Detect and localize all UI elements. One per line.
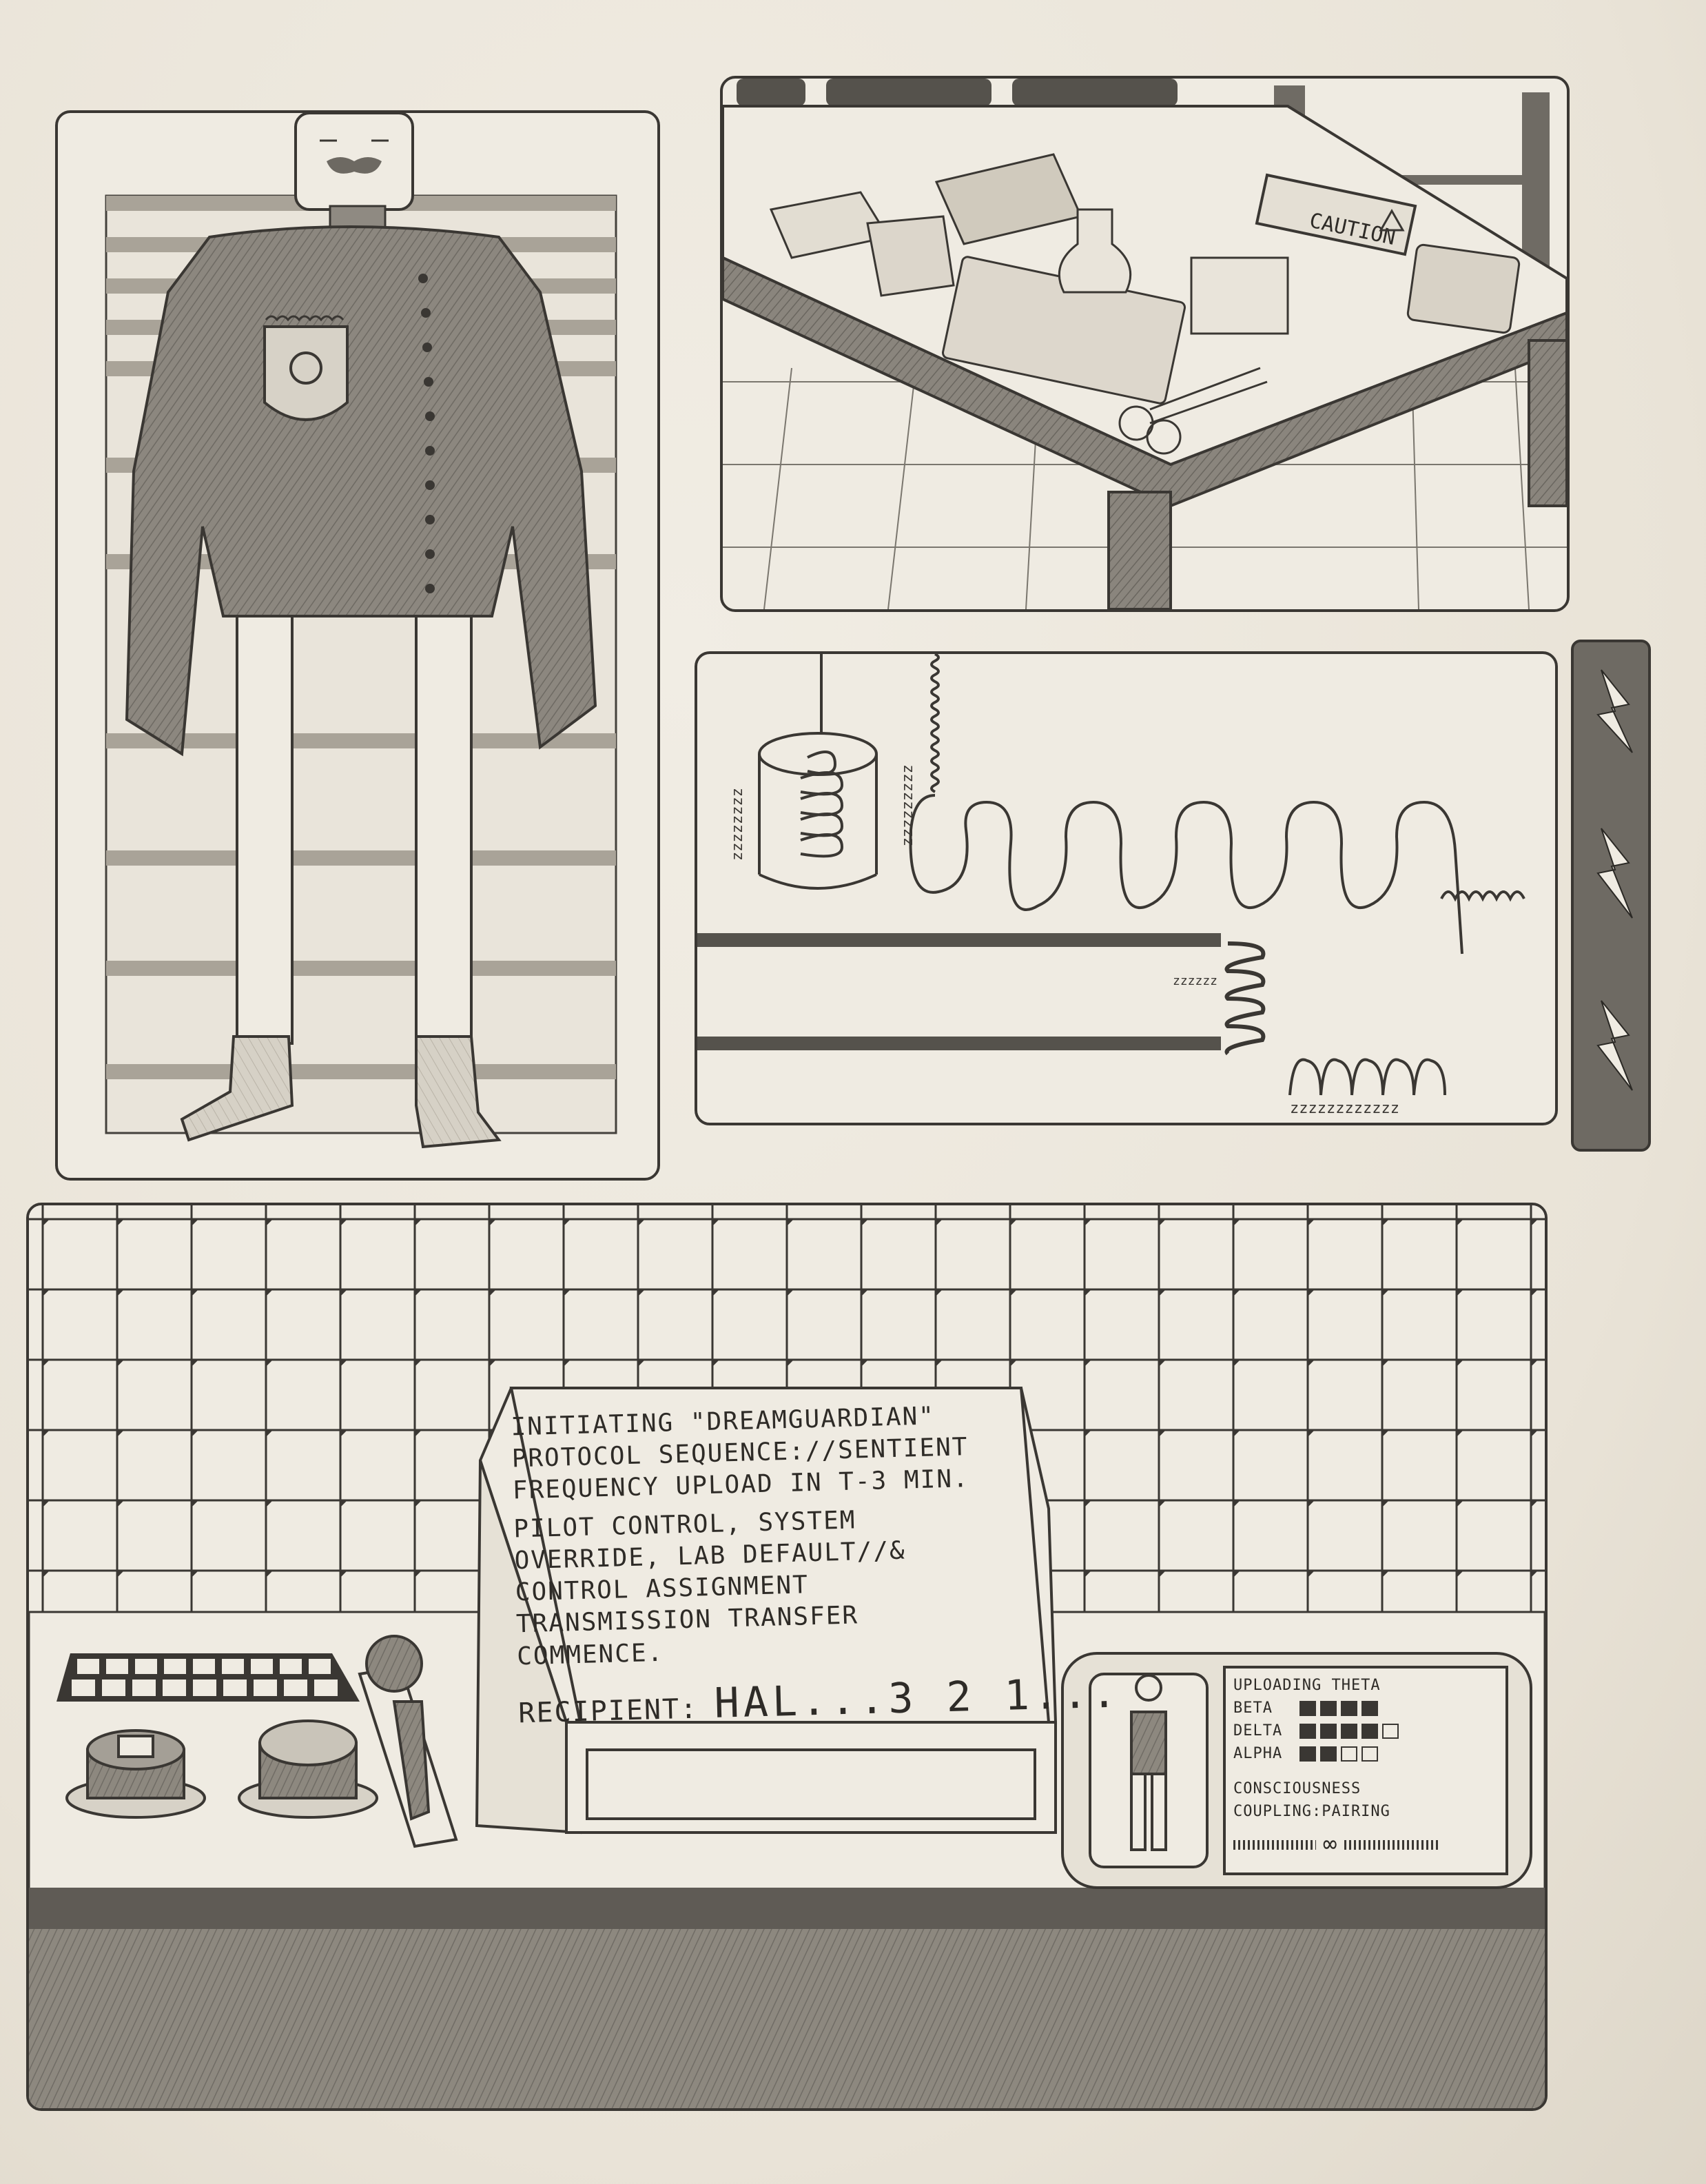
- lab-items: [769, 153, 1521, 455]
- lightning-bolt-icon: [1596, 828, 1633, 919]
- lightning-bolt-icon: [1596, 1000, 1633, 1091]
- figure-jacket: [125, 225, 597, 757]
- status-block-filled: [1320, 1723, 1337, 1739]
- coupling-line: COUPLING:PAIRING: [1233, 1803, 1390, 1820]
- status-row-label: DELTA: [1233, 1722, 1283, 1739]
- panel-figure: [55, 110, 660, 1181]
- caution-box: CAUTION: [1255, 173, 1417, 256]
- zzz-left: zzzzzzzz: [729, 788, 746, 861]
- rail-top: [697, 933, 1221, 947]
- knob-left: [65, 1729, 206, 1819]
- shield-badge-icon: [263, 315, 349, 421]
- status-screen: UPLOADING THETA BETA DELTA ALPHA CONSCIOUS…: [1233, 1674, 1502, 1862]
- status-block-filled: [1341, 1700, 1357, 1716]
- status-block-filled: [1299, 1746, 1316, 1762]
- figure-head: [294, 113, 414, 211]
- status-row: ALPHA: [1233, 1742, 1502, 1765]
- spring-vertical: [930, 654, 940, 793]
- status-rows: BETA DELTA ALPHA: [1233, 1697, 1502, 1765]
- figure-legs: [236, 615, 473, 1045]
- zzz-small: zzzzzz: [1173, 974, 1217, 988]
- status-block-filled: [1320, 1700, 1337, 1716]
- recipient-label: RECIPIENT:: [517, 1693, 699, 1729]
- panel-control-room: INITIATING "DREAMGUARDIAN" PROTOCOL SEQU…: [26, 1203, 1548, 2111]
- status-block-empty: [1361, 1746, 1378, 1762]
- status-row: BETA: [1233, 1697, 1502, 1719]
- coil-small: [1288, 1058, 1446, 1096]
- status-row: DELTA: [1233, 1719, 1502, 1742]
- knob-right: [238, 1719, 378, 1819]
- terminal-console: [475, 1387, 1058, 1835]
- infinity-icon: ∞: [1323, 1830, 1338, 1858]
- cylinder-coil: [758, 654, 878, 890]
- pairing-bar: ∞: [1233, 1827, 1502, 1862]
- figure-illustration: [105, 113, 617, 1149]
- rail-bottom: [697, 1037, 1221, 1050]
- status-title: UPLOADING THETA: [1233, 1677, 1381, 1694]
- status-block-filled: [1299, 1723, 1316, 1739]
- control-room-illustration: [29, 1205, 1545, 2108]
- status-block-filled: [1299, 1700, 1316, 1716]
- status-block-empty: [1382, 1723, 1399, 1739]
- status-block-filled: [1320, 1746, 1337, 1762]
- lab-table-illustration: CAUTION: [723, 79, 1567, 609]
- panel-lab-table: CAUTION: [720, 76, 1570, 612]
- zzz-right: zzzzzzzzz: [900, 764, 917, 846]
- panel-coils: zzzzzzzz zzzzzzzzz zzzzzzzzzzzz zzzzzz: [695, 651, 1558, 1125]
- lever: [358, 1635, 458, 1848]
- status-block-filled: [1361, 1700, 1378, 1716]
- zzz-bottom: zzzzzzzzzzzz: [1290, 1100, 1399, 1117]
- terminal-text: INITIATING "DREAMGUARDIAN" PROTOCOL SEQU…: [511, 1399, 1121, 1735]
- caution-triangle-icon: [1379, 208, 1405, 232]
- lightning-strip: [1571, 640, 1651, 1152]
- coils-illustration: zzzzzzzz zzzzzzzzz zzzzzzzzzzzz zzzzzz: [697, 654, 1525, 1117]
- lightning-bolt-icon: [1596, 669, 1633, 753]
- status-block-empty: [1341, 1746, 1357, 1762]
- status-block-filled: [1361, 1723, 1378, 1739]
- status-block-filled: [1341, 1723, 1357, 1739]
- keypad: [56, 1653, 360, 1702]
- recipient-value: HAL...3 2 1...: [713, 1668, 1122, 1728]
- status-row-label: ALPHA: [1233, 1745, 1283, 1762]
- figure-boots: [180, 1035, 502, 1149]
- coil-end: [1224, 941, 1266, 1056]
- spring-looped: [909, 794, 1463, 955]
- status-row-label: BETA: [1233, 1700, 1273, 1717]
- coupling-line: CONSCIOUSNESS: [1233, 1780, 1361, 1797]
